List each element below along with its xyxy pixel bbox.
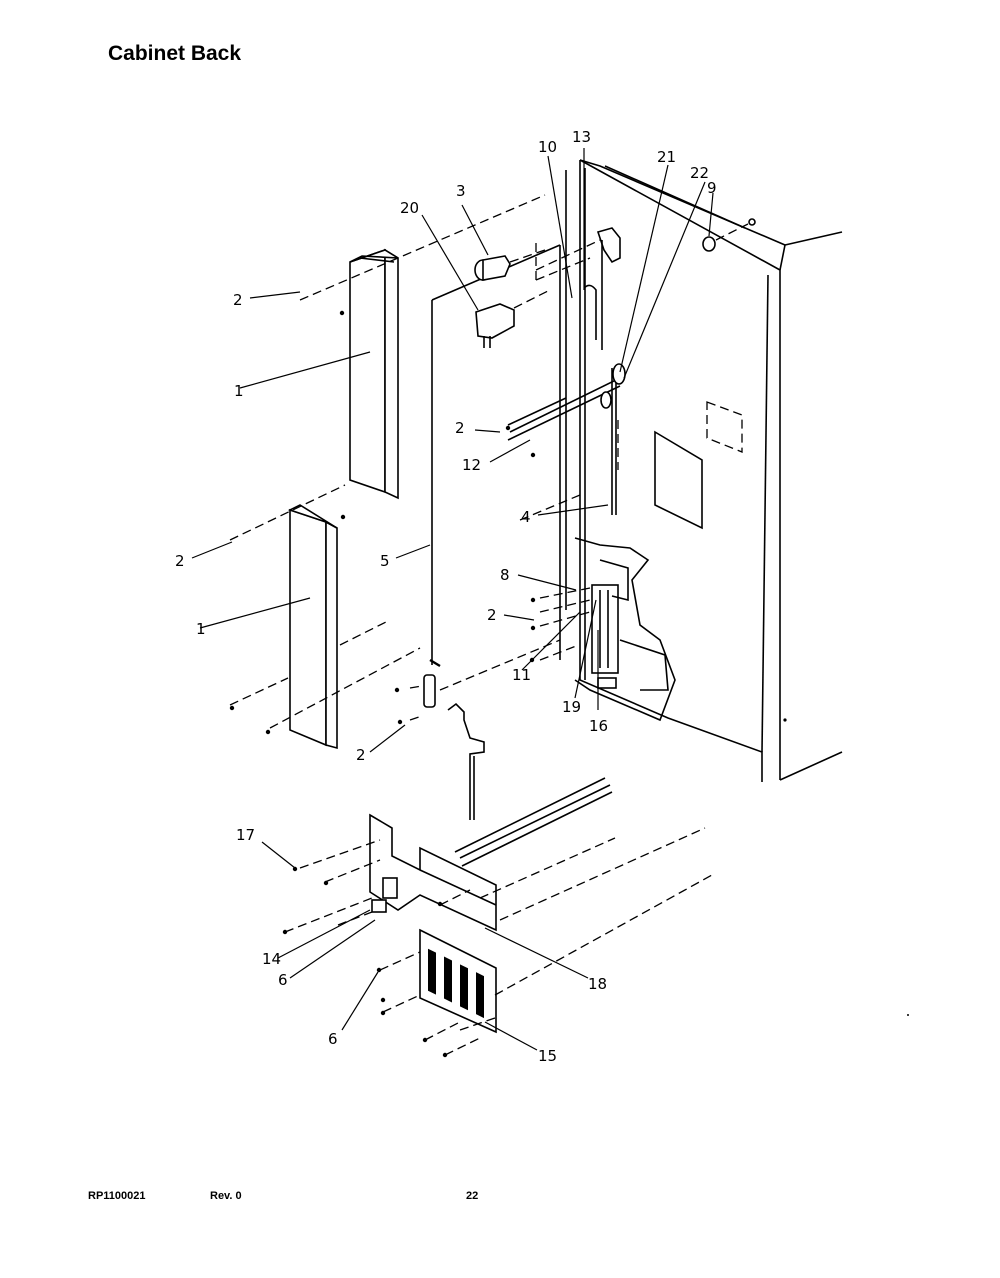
callout-21: 21 [657,148,676,166]
callout-9: 9 [707,179,717,197]
callout-5: 5 [380,552,390,570]
part-18-cover [369,777,613,932]
callout-10: 10 [538,138,557,156]
part-9-plug [702,218,756,252]
speck [907,1014,909,1016]
part-1-upper-panel [349,248,399,500]
callout-11: 11 [512,666,531,684]
revision-label: Rev. 0 [210,1190,242,1202]
callout-1: 1 [234,382,244,400]
callout-2: 2 [455,419,465,437]
part-15-grille [419,928,497,1034]
page-number: 22 [466,1190,479,1202]
callout-2: 2 [175,552,185,570]
callout-14: 14 [262,950,281,968]
callout-6: 6 [328,1030,338,1048]
callout-18: 18 [588,975,607,993]
leader-lines [191,148,714,1051]
document-number: RP1100021 [88,1190,146,1202]
callout-2: 2 [487,606,497,624]
callout-8: 8 [500,566,510,584]
callout-1: 1 [196,620,206,638]
callout-16: 16 [589,717,608,735]
callout-12: 12 [462,456,481,474]
part-14-clip [337,899,387,926]
part-5-panel [429,170,567,691]
callout-20: 20 [400,199,419,217]
fastener-dots [229,310,536,1058]
part-1-lower-panel [287,504,338,750]
callout-4: 4 [521,508,531,526]
machine-compartment [539,537,676,722]
alignment-lines [229,194,713,1056]
callout-19: 19 [562,698,581,716]
callout-2: 2 [233,291,243,309]
callout-13: 13 [572,128,591,146]
lower-bracket [409,674,485,820]
tube-assembly [507,227,626,521]
callout-15: 15 [538,1047,557,1065]
callout-17: 17 [236,826,255,844]
callout-2: 2 [356,746,366,764]
cabinet-back-panel [579,159,843,782]
callout-22: 22 [690,164,709,182]
callout-labels: 2 1 2 1 3 20 10 13 21 22 9 2 12 4 5 8 2 … [175,128,717,1065]
part-20-clip [475,289,551,348]
callout-6: 6 [278,971,288,989]
page-title: Cabinet Back [108,42,242,65]
callout-3: 3 [456,182,466,200]
part-3-knob [474,249,546,281]
